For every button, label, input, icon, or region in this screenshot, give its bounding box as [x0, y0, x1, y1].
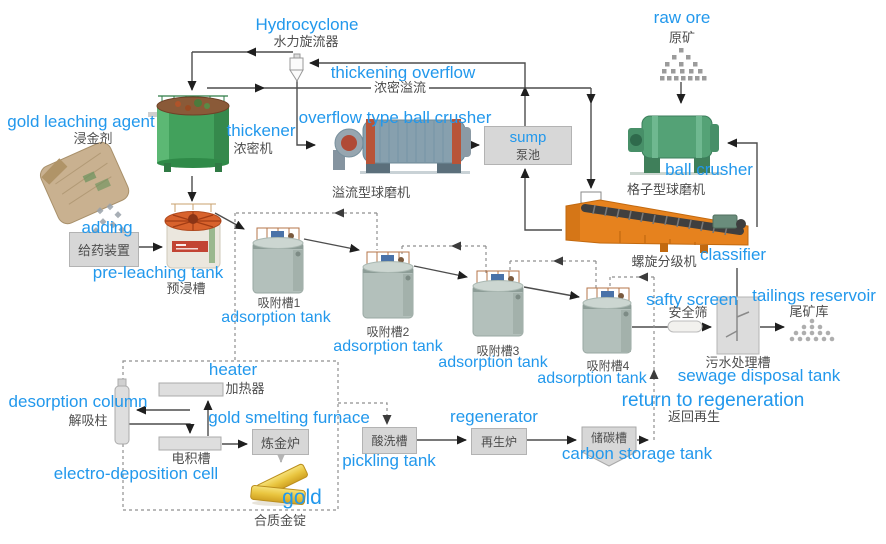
classifier-label-zh: 螺旋分级机 — [631, 254, 697, 269]
adsorption-tank-1-label-zh: 吸附槽1 — [257, 296, 301, 310]
pre-leaching-tank-equipment — [164, 203, 222, 269]
sewage-disposal-equipment — [716, 296, 760, 355]
classifier-equipment — [565, 191, 749, 253]
desorption-column-label-zh: 解吸柱 — [68, 413, 108, 428]
gold-leaching-agent-label-en: gold leaching agent — [7, 112, 155, 131]
safety-screen-label-en: safty screen — [646, 290, 738, 309]
adding-device-box: 给药装置 — [69, 232, 139, 267]
adsorption-tank-1-label-en: adsorption tank — [221, 309, 331, 326]
sump-label-en: sump — [509, 128, 547, 146]
pickling-tank-label-en: pickling tank — [342, 451, 436, 470]
regenerator-label-en: regenerator — [450, 407, 538, 426]
sump-label-zh: 泵池 — [515, 147, 540, 162]
pre-leaching-tank-label-en: pre-leaching tank — [92, 263, 224, 282]
tailings-reservoir-label-zh: 尾矿库 — [789, 304, 829, 319]
gold-label-zh: 合质金锭 — [253, 513, 307, 528]
gold-smelting-furnace-label-en: gold smelting furnace — [208, 408, 370, 427]
adsorption-tank-2-label-en: adsorption tank — [333, 338, 443, 355]
grid-ball-crusher-equipment — [628, 115, 722, 175]
carbon-storage-tank-label-en: carbon storage tank — [561, 444, 713, 463]
heater-equipment — [158, 382, 224, 397]
heater-label-zh: 加热器 — [225, 381, 265, 396]
dashed-carbon-lines — [122, 208, 659, 511]
heater-label-en: heater — [208, 360, 258, 379]
sump-box: sump 泵池 — [484, 126, 572, 165]
regenerator-box: 再生炉 — [471, 428, 527, 455]
electro-deposition-cell-label-zh: 电积槽 — [171, 451, 211, 466]
gold-smelting-furnace-box-label: 炼金炉 — [260, 435, 300, 451]
classifier-label-en: classifier — [699, 245, 767, 264]
adsorption-tank-2-label-zh: 吸附槽2 — [366, 325, 410, 339]
adding-device-box-label: 给药装置 — [77, 243, 130, 258]
return-to-regeneration-label-zh: 返回再生 — [667, 409, 721, 424]
adsorption-tank-4-label-en: adsorption tank — [537, 370, 647, 387]
safety-screen-label-zh: 安全筛 — [668, 305, 708, 320]
return-to-regeneration-label-en: return to regeneration — [621, 390, 805, 411]
thickener-label-en: thickener — [226, 121, 296, 140]
pickling-tank-box: 酸洗槽 — [362, 427, 417, 454]
adsorption-tank-3-equipment — [472, 270, 524, 337]
hydrocyclone-icon — [289, 53, 304, 82]
raw-ore-pile — [660, 48, 707, 81]
carbon-storage-box-label: 储碳槽 — [590, 431, 628, 445]
thickener-equipment — [148, 95, 230, 172]
overflow-ball-crusher-label-en: overflow type ball crusher — [298, 108, 492, 127]
tailings-reservoir-label-en: tailings reservoir — [752, 286, 876, 305]
leaching-agent-bag — [39, 142, 130, 235]
tailings-pile — [789, 318, 835, 342]
overflow-ball-crusher-label-zh: 溢流型球磨机 — [331, 185, 411, 200]
raw-ore-label-en: raw ore — [653, 8, 711, 27]
thickener-label-zh: 浓密机 — [233, 141, 273, 156]
sewage-disposal-label-zh: 污水处理槽 — [705, 355, 771, 370]
thickening-overflow-label-zh: 浓密溢流 — [370, 81, 430, 95]
ball-crusher-label-en: ball crusher — [665, 160, 753, 179]
gold-label-en: gold — [282, 486, 322, 509]
pre-leaching-tank-label-zh: 预浸槽 — [166, 281, 206, 296]
sewage-disposal-label-en: sewage disposal tank — [677, 366, 841, 385]
safety-screen-equipment — [667, 320, 703, 333]
desorption-column-equipment — [114, 378, 130, 445]
pickling-tank-box-label: 酸洗槽 — [371, 434, 408, 448]
desorption-column-label-en: desorption column — [8, 392, 148, 411]
adding-label-en: adding — [81, 218, 133, 237]
regenerator-box-label: 再生炉 — [480, 435, 517, 449]
overflow-ball-crusher-equipment — [333, 119, 471, 174]
adsorption-tank-3-label-zh: 吸附槽3 — [476, 344, 520, 358]
adsorption-tank-3-label-en: adsorption tank — [438, 354, 548, 371]
hydrocyclone-label-en: Hydrocyclone — [255, 15, 359, 34]
adsorption-tank-4-equipment — [582, 287, 632, 354]
ball-crusher-label-zh: 格子型球磨机 — [626, 182, 706, 197]
thickening-overflow-label-en: thickening overflow — [330, 63, 476, 82]
gold-smelting-furnace-box: 炼金炉 — [252, 429, 309, 455]
hydrocyclone-label-zh: 水力旋流器 — [273, 34, 339, 49]
electro-deposition-cell-equipment — [158, 436, 222, 451]
adsorption-tank-1-equipment — [252, 227, 304, 294]
gold-leaching-agent-label-zh: 浸金剂 — [73, 131, 113, 146]
adsorption-tank-4-label-zh: 吸附槽4 — [586, 359, 630, 373]
electro-deposition-cell-label-en: electro-deposition cell — [53, 464, 219, 483]
raw-ore-label-zh: 原矿 — [668, 30, 696, 45]
gold-bars — [250, 463, 308, 506]
adsorption-tank-2-equipment — [362, 251, 414, 319]
carbon-storage-tank-shape — [581, 426, 637, 467]
